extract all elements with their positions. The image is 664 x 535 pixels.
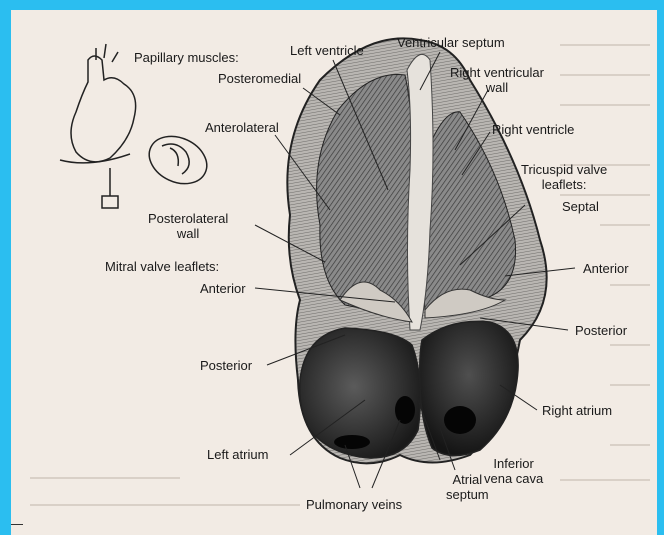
label-right-ventricular-wall: Right ventricular wall (450, 65, 544, 95)
label-anterolateral: Anterolateral (205, 120, 279, 135)
heart-orientation-sketch-icon (60, 44, 214, 208)
label-papillary-muscles: Papillary muscles: (134, 50, 239, 65)
label-mitral-posterior: Posterior (200, 358, 252, 373)
label-right-ventricle: Right ventricle (492, 122, 574, 137)
label-pulmonary-veins: Pulmonary veins (306, 497, 402, 512)
heart-body (287, 38, 546, 463)
label-atrial-septum: Atrial septum (446, 472, 489, 502)
label-tricuspid-posterior: Posterior (575, 323, 627, 338)
label-septal: Septal (562, 199, 599, 214)
label-inferior-vena-cava: Inferior vena cava (484, 456, 543, 486)
label-ventricular-septum: Ventricular septum (397, 35, 505, 50)
label-left-atrium: Left atrium (207, 447, 268, 462)
label-posteromedial: Posteromedial (218, 71, 301, 86)
label-posterolateral-wall: Posterolateral wall (148, 211, 228, 241)
label-mitral-anterior: Anterior (200, 281, 246, 296)
label-left-ventricle: Left ventricle (290, 43, 364, 58)
label-tricuspid-anterior: Anterior (583, 261, 629, 276)
label-mitral-valve-leaflets: Mitral valve leaflets: (105, 259, 219, 274)
label-right-atrium: Right atrium (542, 403, 612, 418)
label-tricuspid-valve-leaflets: Tricuspid valve leaflets: (521, 162, 607, 192)
